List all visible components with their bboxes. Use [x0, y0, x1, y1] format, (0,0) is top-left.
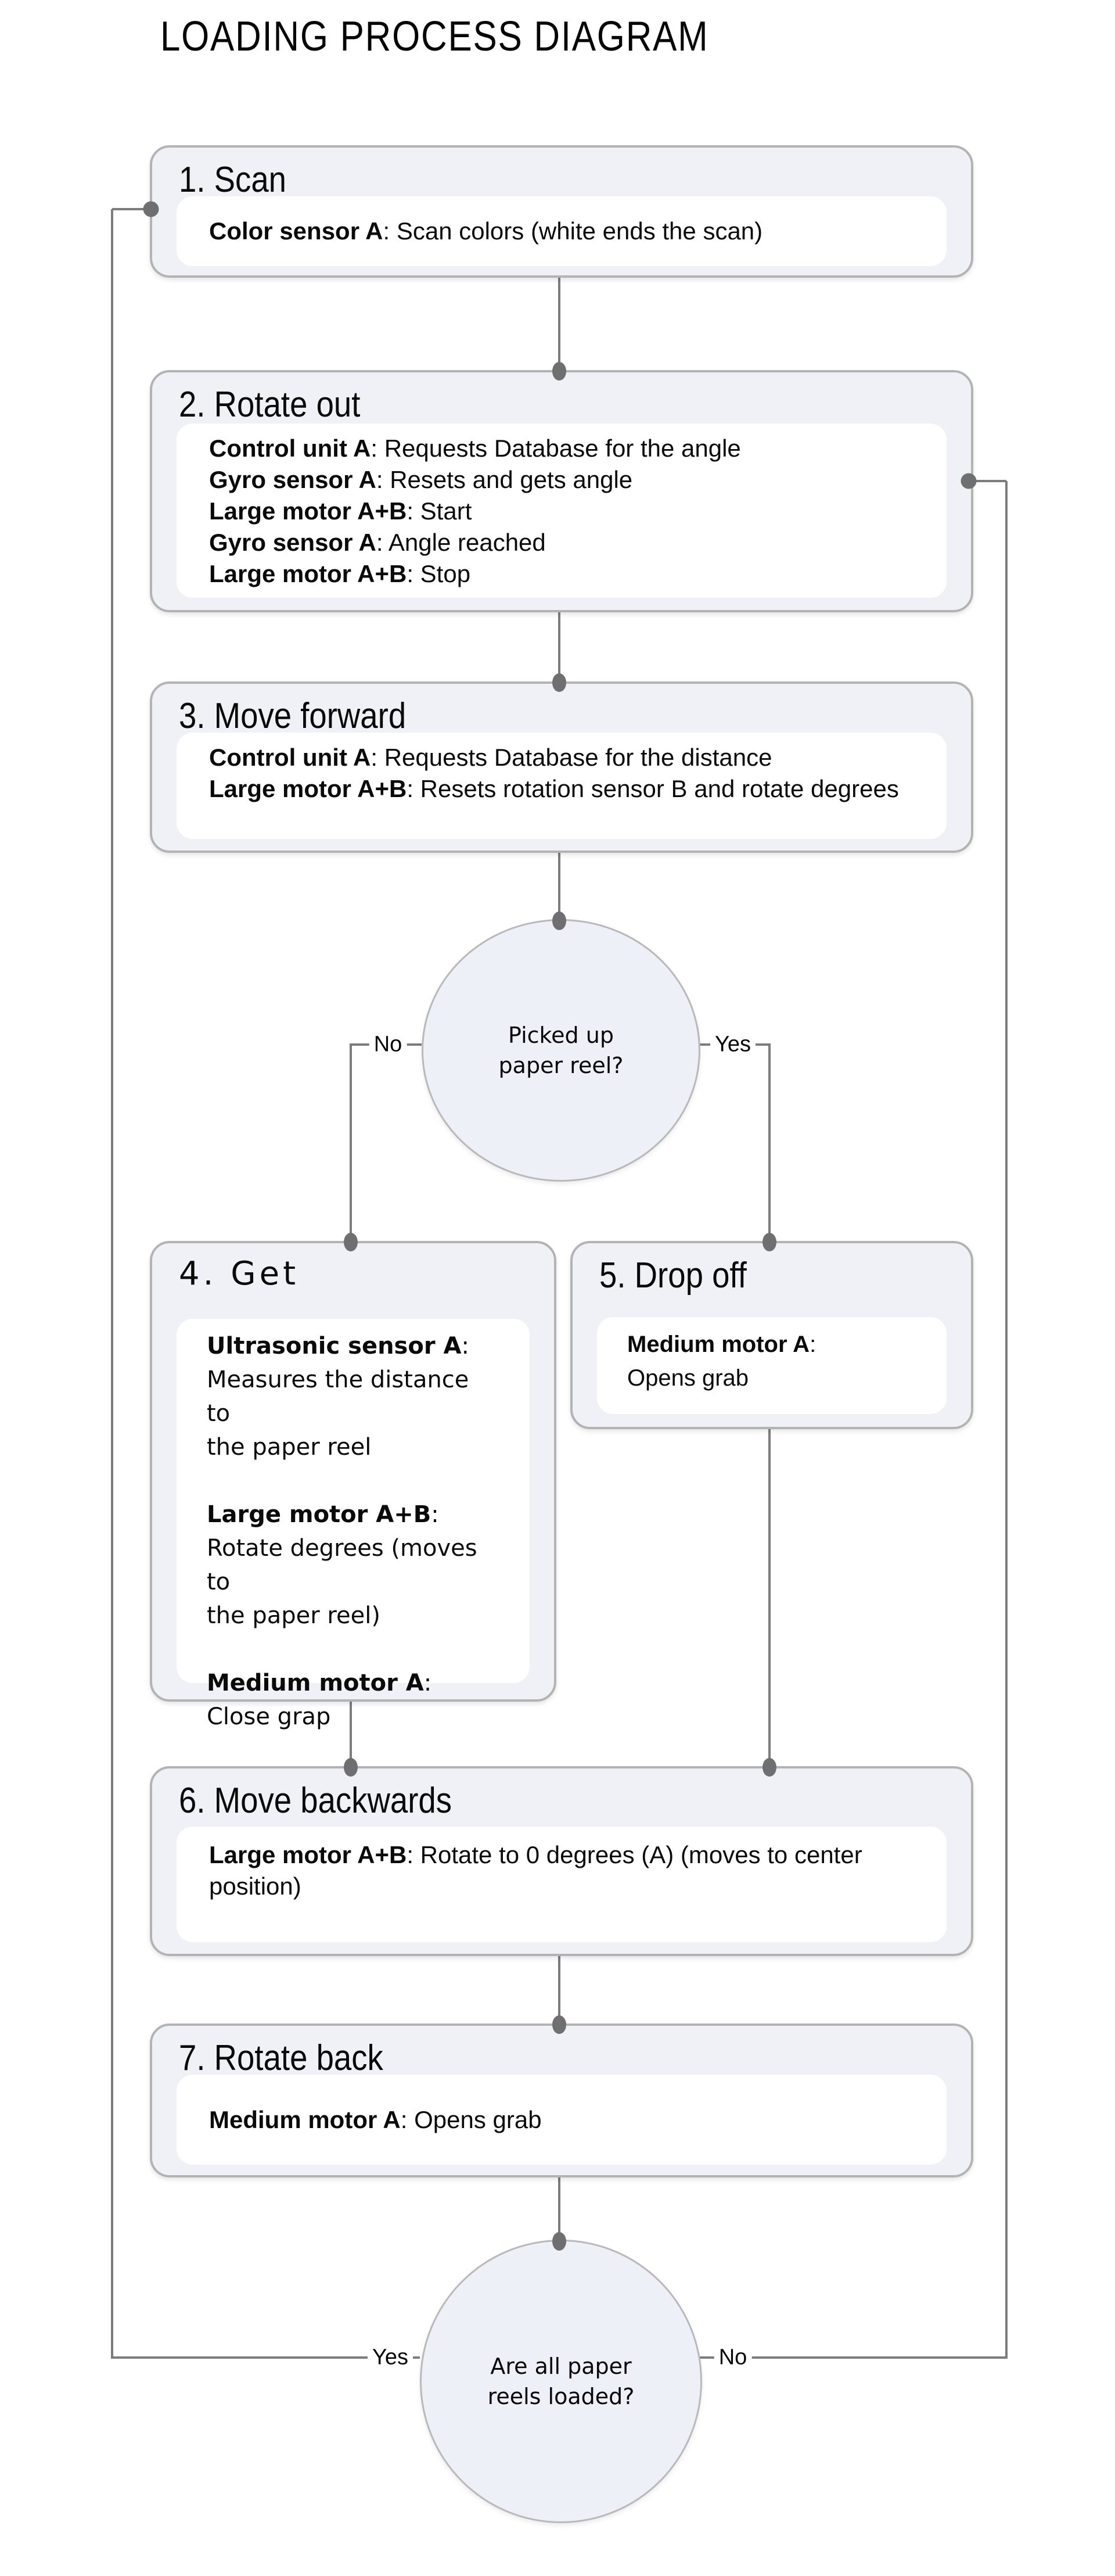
node-header: 2. Rotate out [179, 385, 361, 425]
body-paragraph: Medium motor A:Close grap [207, 1670, 432, 1730]
node-inner-panel: Large motor A+B: Rotate to 0 degrees (A)… [177, 1827, 947, 1942]
body-line: Gyro sensor A: Resets and gets angle [209, 466, 633, 493]
node-body: Control unit A: Requests Database for th… [177, 424, 947, 599]
connector-dot-decision2-top [552, 2232, 566, 2251]
device-label: Large motor A+B [209, 775, 407, 802]
device-label: Ultrasonic sensor A [207, 1333, 462, 1359]
node-header: 6. Move backwards [179, 1781, 452, 1821]
node-inner-panel: Control unit A: Requests Database for th… [177, 424, 947, 598]
body-line: Color sensor A: Scan colors (white ends … [209, 217, 763, 245]
node-header: 7. Rotate back [179, 2038, 383, 2078]
connector-line-loop-right-v [1005, 481, 1008, 2359]
connector-line-movebackwards-to-rotateback [558, 1951, 560, 2024]
device-label: Large motor A+B [207, 1501, 431, 1528]
body-line: Control unit A: Requests Database for th… [209, 435, 741, 462]
device-label: Control unit A [209, 744, 371, 771]
connector-dot-rotateback-top [552, 2015, 566, 2034]
device-label: Medium motor A [209, 2105, 401, 2133]
node-header: 3. Move forward [179, 696, 407, 736]
connector-line-rotateback-to-decision2 [558, 2173, 560, 2240]
connector-line-rotateout-to-moveforward [558, 608, 560, 681]
device-label: Gyro sensor A [209, 529, 376, 556]
body-paragraph: Medium motor A:Opens grab [627, 1332, 817, 1391]
device-label: Large motor A+B [209, 1841, 407, 1868]
node-body: Color sensor A: Scan colors (white ends … [177, 196, 947, 266]
node-body: Ultrasonic sensor A:Measures the distanc… [177, 1319, 530, 1744]
connector-line-loop-left-v [111, 209, 113, 2359]
decision-ellipse-all-reels-loaded: Are all paper reels loaded? [420, 2240, 702, 2523]
page-title: LOADING PROCESS DIAGRAM [160, 13, 709, 60]
process-box-1-scan: 1. Scan Color sensor A: Scan colors (whi… [150, 145, 973, 278]
connector-line-decision2-no-h [699, 2356, 1006, 2359]
node-header: 5. Drop off [599, 1255, 747, 1296]
connector-line-loop-right-to-rotateout [969, 480, 1006, 482]
decision-question: Picked up paper reel? [498, 1022, 624, 1078]
connector-dot-movebackwards-top-right [762, 1758, 776, 1777]
node-body: Medium motor A:Opens grab [597, 1317, 947, 1405]
edge-label-yes-decision1: Yes [710, 1031, 756, 1059]
body-paragraph: Ultrasonic sensor A:Measures the distanc… [207, 1333, 469, 1461]
body-line: Control unit A: Requests Database for th… [209, 744, 772, 771]
process-box-7-rotate-back: 7. Rotate back Medium motor A: Opens gra… [150, 2024, 973, 2177]
node-body: Medium motor A: Opens grab [177, 2075, 947, 2165]
connector-line-get-to-movebackwards [350, 1697, 352, 1766]
node-inner-panel: Color sensor A: Scan colors (white ends … [177, 196, 947, 266]
body-line: Large motor A+B: Resets rotation sensor … [209, 775, 899, 802]
connector-line-dropoff-to-movebackwards [768, 1425, 771, 1766]
connector-line-loop-left-to-scan [112, 208, 150, 210]
decision-question: Are all paper reels loaded? [487, 2353, 635, 2409]
decision-ellipse-picked-up-paper-reel: Picked up paper reel? [422, 919, 700, 1182]
device-label: Medium motor A [627, 1332, 810, 1357]
connector-dot-rotateout-right [961, 473, 977, 489]
connector-dot-rotateout-top [552, 362, 566, 381]
node-header: 4. Get [179, 1255, 300, 1293]
body-line: Medium motor A: Opens grab [209, 2105, 542, 2133]
node-body: Control unit A: Requests Database for th… [177, 733, 947, 814]
connector-dot-moveforward-top [552, 673, 566, 692]
process-box-5-drop-off: 5. Drop off Medium motor A:Opens grab [570, 1241, 973, 1429]
device-label: Gyro sensor A [209, 466, 376, 493]
edge-label-no-decision2: No [714, 2344, 752, 2372]
connector-line-scan-to-rotateout [558, 273, 560, 370]
device-label: Large motor A+B [209, 497, 407, 525]
device-label: Color sensor A [209, 217, 383, 245]
connector-dot-movebackwards-top-left [344, 1758, 358, 1777]
connector-dot-get-top [344, 1233, 358, 1251]
process-box-6-move-backwards: 6. Move backwards Large motor A+B: Rotat… [150, 1766, 973, 1956]
connector-line-moveforward-to-decision1 [558, 848, 560, 919]
node-inner-panel: Medium motor A: Opens grab [177, 2075, 947, 2165]
process-box-4-get: 4. Get Ultrasonic sensor A:Measures the … [150, 1241, 556, 1730]
edge-label-yes-decision2: Yes [368, 2344, 413, 2372]
body-line: Large motor A+B: Rotate to 0 degrees (A)… [209, 1841, 862, 1900]
body-line: Large motor A+B: Start [209, 497, 472, 525]
node-inner-panel: Medium motor A:Opens grab [597, 1317, 947, 1414]
body-paragraph: Large motor A+B:Rotate degrees (moves to… [207, 1501, 477, 1629]
body-line: Gyro sensor A: Angle reached [209, 529, 546, 556]
connector-dot-decision1-top [552, 912, 566, 930]
connector-dot-scan-left [143, 201, 159, 217]
body-line: Large motor A+B: Stop [209, 560, 471, 587]
node-header: 1. Scan [179, 160, 287, 200]
node-inner-panel: Ultrasonic sensor A:Measures the distanc… [177, 1319, 530, 1730]
connector-line-decision1-yes-v [768, 1043, 771, 1241]
connector-line-decision2-yes-h [112, 2356, 420, 2359]
device-label: Medium motor A [207, 1670, 424, 1696]
process-box-2-rotate-out: 2. Rotate out Control unit A: Requests D… [150, 370, 973, 612]
connector-line-decision1-no-v [350, 1043, 352, 1241]
device-label: Large motor A+B [209, 560, 407, 587]
process-box-3-move-forward: 3. Move forward Control unit A: Requests… [150, 681, 973, 853]
connector-dot-dropoff-top [762, 1233, 776, 1251]
node-inner-panel: Control unit A: Requests Database for th… [177, 733, 947, 839]
edge-label-no-decision1: No [369, 1031, 407, 1059]
device-label: Control unit A [209, 435, 371, 462]
node-body: Large motor A+B: Rotate to 0 degrees (A)… [177, 1827, 947, 1911]
